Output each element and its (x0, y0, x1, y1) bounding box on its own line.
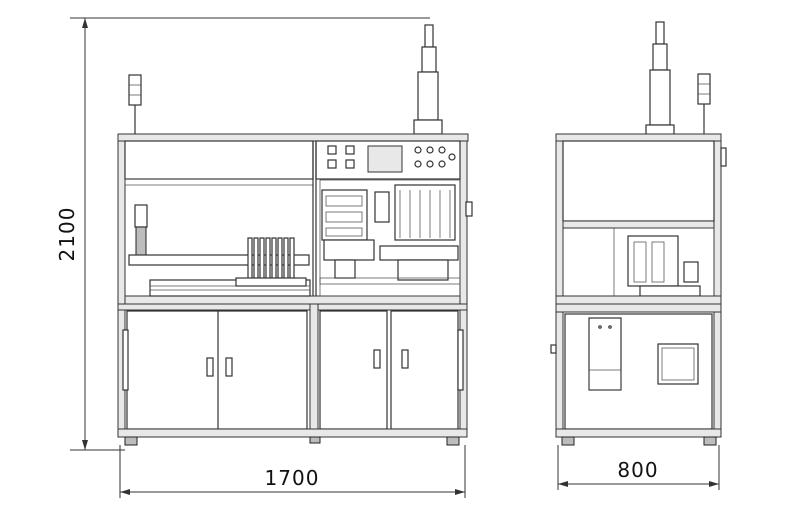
foot-front-right (446, 436, 460, 446)
dimension-height: 2100 (55, 17, 430, 451)
foot-front-left (124, 436, 138, 446)
side-cabinet (550, 313, 713, 430)
signal-tower-left (128, 74, 142, 138)
side-window (657, 343, 699, 385)
top-cylinder-front (413, 24, 443, 135)
side-mechanism (613, 227, 715, 297)
foot-front-middle (309, 436, 321, 444)
signal-tower-right (697, 73, 711, 134)
upper-left-panel (124, 140, 314, 180)
right-mechanism (319, 179, 473, 297)
door-handle-4 (401, 349, 409, 369)
dimension-side-width-label: 800 (617, 458, 658, 482)
left-mechanism (128, 204, 311, 297)
lower-cabinet (117, 303, 468, 446)
right-post (459, 140, 468, 438)
door-handle-1 (206, 357, 214, 377)
side-view (550, 21, 727, 446)
dimension-front-width-label: 1700 (265, 466, 320, 490)
door-handle-3 (373, 349, 381, 369)
top-frame-rail (117, 133, 469, 142)
top-cylinder-side (645, 21, 675, 138)
dimension-front-width: 1700 (119, 445, 466, 498)
dimension-side-width: 800 (557, 445, 720, 490)
control-panel (315, 140, 461, 180)
door-handle-2 (225, 357, 233, 377)
hmi-screen (367, 145, 403, 173)
left-post (117, 140, 126, 438)
electrical-box (588, 317, 622, 391)
dimension-height-label: 2100 (55, 207, 79, 262)
work-table (124, 295, 461, 305)
front-view (117, 24, 473, 446)
